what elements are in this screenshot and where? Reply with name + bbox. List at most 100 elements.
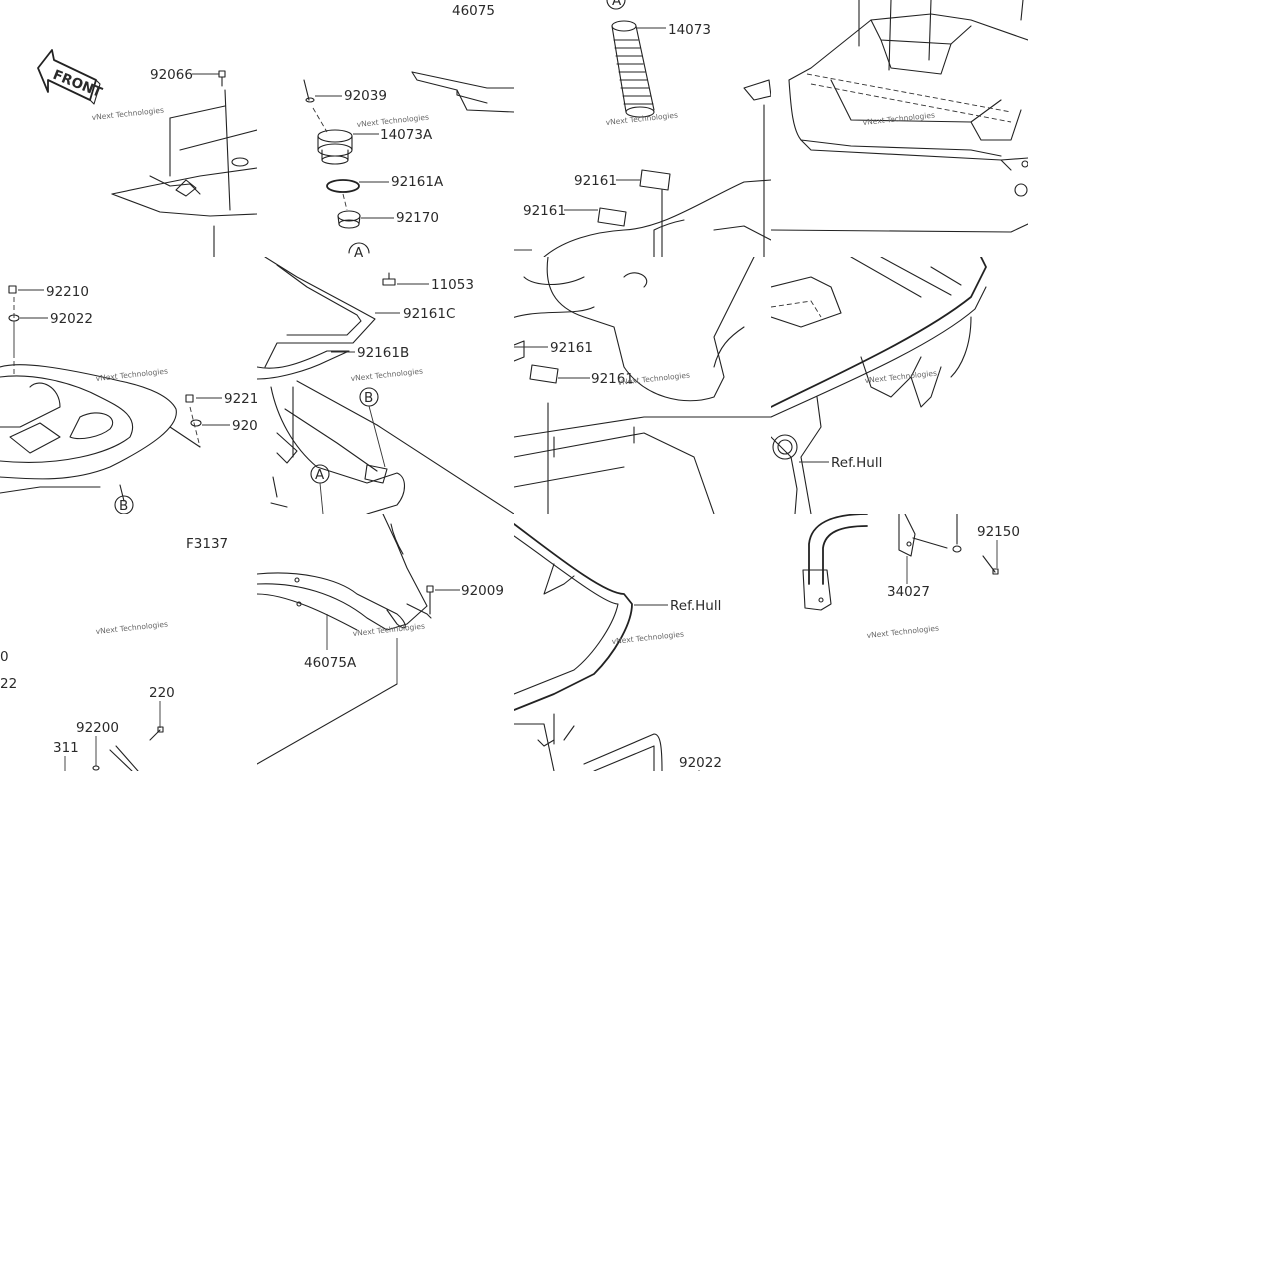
label-14073: 14073 <box>668 22 711 38</box>
bracket-outline <box>109 745 139 771</box>
hull-lip-outline <box>270 380 514 514</box>
label-311: 311 <box>53 740 79 756</box>
label-92161-d: 92161 <box>591 371 634 387</box>
label-92161A: 92161A <box>391 174 444 190</box>
tile-hull-top: vNext Technologies <box>771 0 1028 257</box>
tile-2-drawing: 46075 92039 14073A 92161A <box>303 3 514 257</box>
label-34027: 34027 <box>887 584 930 600</box>
callout-A-icon <box>606 0 626 10</box>
oring-92161A-icon <box>326 179 389 193</box>
washer-920-icon <box>190 419 230 427</box>
label-92161-b: 92161 <box>523 203 566 219</box>
screw-92039-icon <box>303 79 342 103</box>
ref-hull-label: Ref.Hull <box>670 598 721 614</box>
seat-base-outline <box>514 257 771 514</box>
watermark: vNext Technologies <box>864 368 937 385</box>
handle-34027-icon <box>802 514 948 611</box>
tile-front-deck: FRONT 92066 vNext Technologies <box>0 0 257 257</box>
label-92022: 92022 <box>679 755 722 771</box>
tile-12-drawing: 34027 92150 vNext Technologies <box>802 514 1020 640</box>
tile-hose-fittings: 46075 92039 14073A 92161A <box>257 0 514 257</box>
nut-92210b-icon <box>185 394 222 403</box>
assembly-line <box>342 193 348 211</box>
grommet-11053-icon <box>382 272 429 286</box>
tile-8-drawing: Ref.Hull vNext Technologies <box>771 257 987 514</box>
bolt-92150-icon <box>982 540 999 575</box>
tile-6-drawing: 92161C 92161B 11053 <box>257 257 514 514</box>
watermark: vNext Technologies <box>350 366 423 383</box>
tile-hull-side: F3137 0 22 220 92200 311 vNext Technolog… <box>0 514 257 771</box>
figure-code: F3137 <box>186 536 228 552</box>
tray-outline <box>0 297 201 502</box>
label-92170: 92170 <box>396 210 439 226</box>
label-92200: 92200 <box>76 720 119 736</box>
washer-92150-icon <box>952 514 962 553</box>
callout-A-icon <box>348 242 370 254</box>
watermark: vNext Technologies <box>91 105 164 122</box>
gasket-outline <box>411 71 514 113</box>
screw-220-icon <box>149 726 164 741</box>
label-92039: 92039 <box>344 88 387 104</box>
watermark: vNext Technologies <box>862 110 935 127</box>
bumper-46075A-outline <box>257 514 432 765</box>
hull-rear-outline <box>771 257 987 514</box>
hose-14073-icon <box>611 20 666 118</box>
tile-storage-tray: 92210 92022 92210 920 <box>0 257 257 514</box>
tile-7-drawing: 92161 92161 vNext Technologies <box>514 257 771 514</box>
gasket-92161B-icon <box>257 350 355 380</box>
label-92161-a: 92161 <box>574 173 617 189</box>
label-46075: 46075 <box>452 3 495 19</box>
tile-10-drawing: 92009 46075A vNext Technologies <box>257 514 504 765</box>
tile-5-drawing: 92210 92022 92210 920 <box>0 284 257 514</box>
fitting-14073A-icon <box>317 129 379 165</box>
front-arrow-icon: FRONT <box>37 49 105 105</box>
washer-92200-icon <box>92 765 100 771</box>
tile-11-drawing: Ref.Hull 92022 vNext Technologies <box>514 523 722 771</box>
label-92161-c: 92161 <box>550 340 593 356</box>
label-92210: 92210 <box>46 284 89 300</box>
callout-B: B <box>119 498 128 514</box>
callout-A: A <box>315 467 325 483</box>
tile-3-drawing: A 14073 92161 92161 <box>514 0 771 257</box>
callout-B-icon <box>114 495 134 514</box>
clamp-92170-icon <box>337 210 394 229</box>
label-92022: 92022 <box>50 311 93 327</box>
tile-1-drawing: FRONT 92066 vNext Technologies <box>37 49 257 257</box>
watermark: vNext Technologies <box>611 629 684 646</box>
watermark: vNext Technologies <box>866 623 939 640</box>
tile-hull-lip: 92161C 92161B 11053 <box>257 257 514 514</box>
label-0: 0 <box>0 649 9 665</box>
callout-A: A <box>612 0 622 9</box>
label-92150: 92150 <box>977 524 1020 540</box>
watermark: vNext Technologies <box>95 619 168 636</box>
screw-92009-icon <box>426 585 460 615</box>
label-11053: 11053 <box>431 277 474 293</box>
label-92161B: 92161B <box>357 345 409 361</box>
label-220: 220 <box>149 685 175 701</box>
tile-hose-14073: A 14073 92161 92161 <box>514 0 771 257</box>
label-14073A: 14073A <box>380 127 433 143</box>
hull-bottom-outline <box>514 523 668 771</box>
watermark: vNext Technologies <box>352 621 425 638</box>
deck-panel-outline <box>111 89 257 257</box>
tile-4-drawing: vNext Technologies <box>771 0 1028 233</box>
nut-92210-icon <box>8 285 44 294</box>
bolt-92066-icon <box>192 70 226 87</box>
hull-top-outline <box>771 0 1028 233</box>
assembly-line <box>312 107 328 133</box>
callout-B: B <box>364 390 373 406</box>
watermark: vNext Technologies <box>605 110 678 127</box>
tile-handle-34027: 34027 92150 vNext Technologies <box>771 514 1028 771</box>
tile-9-drawing: F3137 0 22 220 92200 311 vNext Technolog… <box>0 536 228 771</box>
watermark: vNext Technologies <box>95 366 168 383</box>
callout-A-icon <box>310 464 330 514</box>
tile-hull-bottom: Ref.Hull 92022 vNext Technologies <box>514 514 771 771</box>
label-92161C: 92161C <box>403 306 455 322</box>
gasket-92161C-icon <box>264 257 400 368</box>
label-920: 920 <box>232 418 257 434</box>
label-22: 22 <box>0 676 17 692</box>
tile-seat-base: 92161 92161 vNext Technologies <box>514 257 771 514</box>
label-92210-b: 92210 <box>224 391 257 407</box>
label-46075A: 46075A <box>304 655 357 671</box>
